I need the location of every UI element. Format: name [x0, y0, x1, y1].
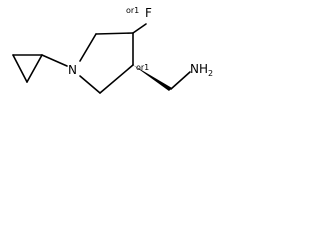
structure-canvas: N F NH2 or1 or1: [0, 0, 236, 100]
methylene-amine-bond: [170, 71, 191, 90]
nitrogen-atom-label: N: [68, 63, 77, 77]
stereo-label-methylene-carbon: or1: [136, 63, 149, 72]
stereo-wedge-bond: [133, 65, 172, 91]
cyclopropyl-bond-2: [12, 54, 28, 83]
fluorine-atom-label: F: [145, 6, 152, 20]
fluorine-bond: [132, 23, 147, 34]
cyclopropyl-bond-3: [26, 54, 43, 83]
amine-subscript: 2: [208, 69, 213, 78]
cyclopropyl-nitrogen-bond: [41, 54, 68, 67]
ring-bond-c2-c3: [95, 32, 134, 35]
amine-nh-text: NH: [190, 62, 208, 76]
ring-bond-c4-c5: [99, 64, 134, 94]
ring-bond-c5-n: [79, 75, 101, 94]
molecule-drawing: N F NH2 or1 or1: [12, 6, 213, 94]
amine-label: NH2: [190, 62, 213, 78]
stereo-label-fluoro-carbon: or1: [126, 6, 139, 15]
ring-bond-n-c2: [79, 33, 97, 62]
